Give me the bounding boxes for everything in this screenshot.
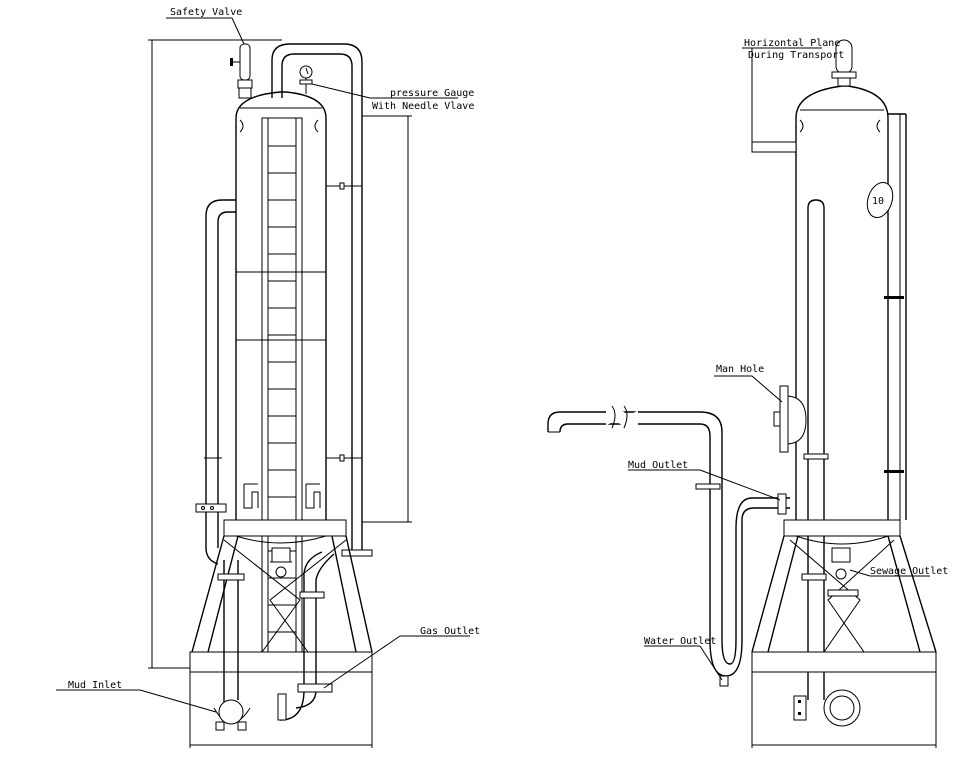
pressure-gauge (299, 65, 313, 94)
pressure-gauge-label-line1: pressure Gauge (390, 88, 474, 99)
pressure-gauge-label-line2: With Needle Vlave (372, 101, 474, 112)
mud-outlet-label: Mud Outlet (628, 460, 688, 471)
man-hole-label: Man Hole (716, 364, 764, 375)
sewage-outlet-label: Sewage Outlet (870, 566, 948, 577)
nameplate: 10 (866, 181, 894, 219)
side-view: 10 (547, 38, 948, 748)
safety-valve-label: Safety Valve (170, 7, 242, 18)
water-outlet-label: Water Outlet (644, 636, 716, 647)
gas-outlet-label: Gas Outlet (420, 626, 480, 637)
mud-inlet-label: Mud Inlet (68, 680, 122, 691)
man-hole (773, 385, 807, 453)
horizontal-plane-label-line1: Horizontal Plane (744, 38, 840, 49)
safety-valve (230, 43, 253, 99)
nameplate-number: 10 (872, 196, 884, 207)
horizontal-plane-label-line2: During Transport (748, 50, 844, 61)
front-view: Safety Valve pressure Gauge With Needle … (56, 7, 480, 748)
